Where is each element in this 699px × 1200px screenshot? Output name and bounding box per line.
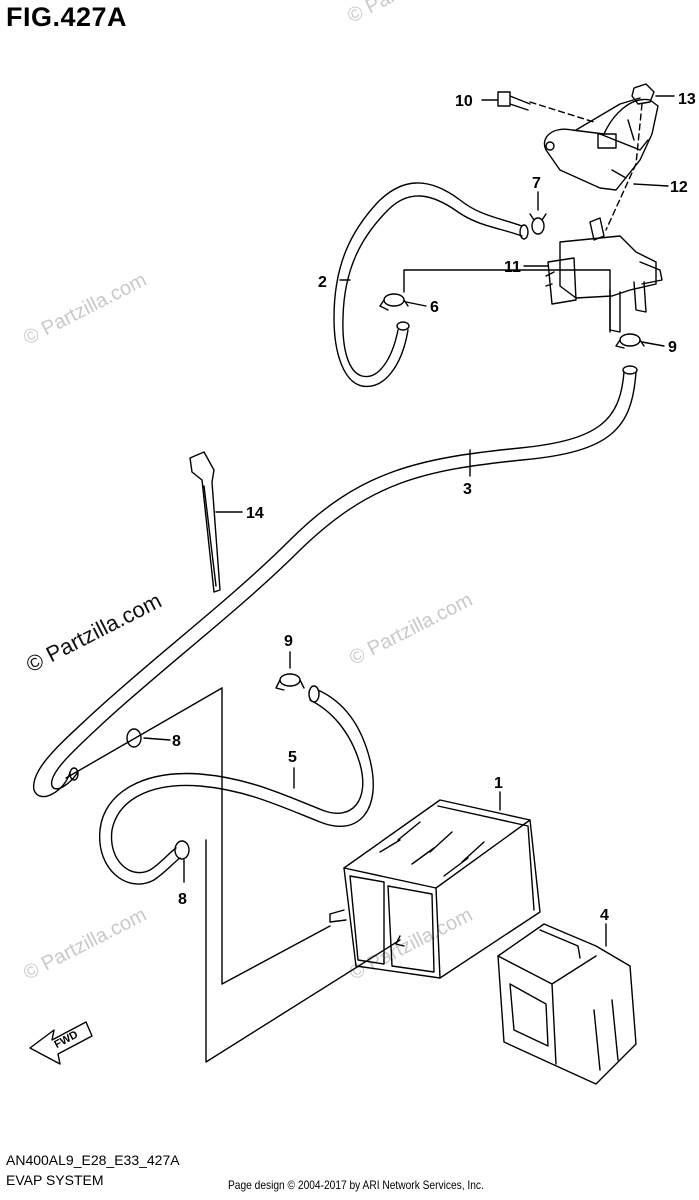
credit-text: Page design © 2004-2017 by ARI Network S… bbox=[228, 1178, 484, 1192]
routing-line bbox=[65, 687, 223, 779]
callout-13: 13 bbox=[678, 91, 696, 108]
callout-2: 2 bbox=[318, 274, 327, 291]
clip-8-lower bbox=[174, 840, 190, 860]
clip-9-lower bbox=[275, 673, 305, 691]
figure-title: FIG.427A bbox=[6, 2, 128, 32]
callout-8-lower: 8 bbox=[178, 891, 187, 908]
callout-8-upper: 8 bbox=[172, 733, 181, 750]
callout-4: 4 bbox=[600, 907, 609, 924]
solenoid-valve-11 bbox=[545, 217, 663, 333]
model-code: AN400AL9_E28_E33_427A bbox=[6, 1152, 180, 1168]
callout-9-upper: 9 bbox=[668, 339, 677, 356]
hose-5 bbox=[99, 685, 374, 885]
callout-9-lower: 9 bbox=[284, 633, 293, 650]
clip-7 bbox=[379, 293, 409, 311]
routing-line bbox=[221, 687, 331, 985]
callout-14: 14 bbox=[246, 505, 264, 522]
bolt-10 bbox=[497, 91, 595, 123]
bracket-4 bbox=[497, 923, 637, 1085]
clip-6 bbox=[529, 213, 547, 235]
canister-1 bbox=[329, 799, 541, 979]
callout-6: 7 bbox=[532, 175, 541, 192]
callout-11: 11 bbox=[504, 259, 521, 276]
callout-3: 3 bbox=[463, 481, 472, 498]
callout-12: 12 bbox=[670, 179, 688, 196]
callout-1: 1 bbox=[494, 775, 503, 792]
clip-8-upper bbox=[126, 728, 142, 748]
routing-line bbox=[205, 839, 401, 1063]
callout-5: 5 bbox=[288, 749, 297, 766]
hose-2 bbox=[333, 182, 529, 388]
hose-3 bbox=[33, 365, 638, 798]
cable-tie-14 bbox=[189, 451, 221, 593]
nut-13 bbox=[605, 83, 655, 231]
clip-9-upper bbox=[615, 333, 645, 349]
fwd-arrow bbox=[29, 1021, 93, 1065]
callout-7: 6 bbox=[430, 299, 439, 316]
section-title: EVAP SYSTEM bbox=[6, 1172, 104, 1188]
callout-10: 10 bbox=[455, 93, 473, 110]
